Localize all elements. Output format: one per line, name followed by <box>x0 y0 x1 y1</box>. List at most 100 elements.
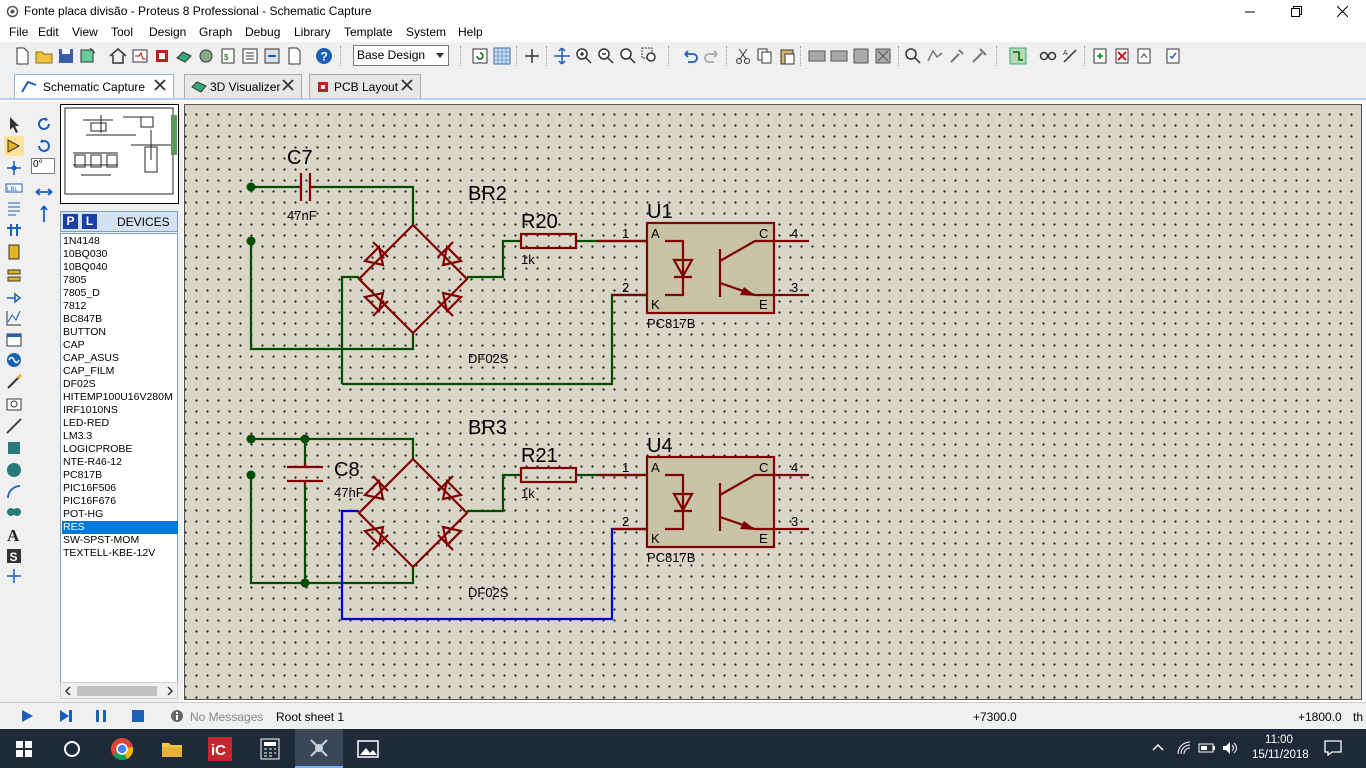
photos-taskbar-button[interactable] <box>344 729 392 768</box>
menu-help[interactable]: Help <box>458 25 483 39</box>
device-list-scrollbar[interactable] <box>60 682 178 699</box>
explorer-taskbar-button[interactable] <box>148 729 196 768</box>
zoom-all-icon[interactable] <box>618 46 638 66</box>
list-item[interactable]: LOGICPROBE <box>63 443 133 455</box>
overview-window[interactable] <box>60 104 179 204</box>
close-icon[interactable] <box>153 78 167 92</box>
list-item[interactable]: PC817B <box>63 469 103 481</box>
subcircuit-icon[interactable] <box>4 242 24 262</box>
text-script-icon[interactable] <box>4 198 24 218</box>
save-icon[interactable] <box>56 46 76 66</box>
redo-icon[interactable] <box>702 46 722 66</box>
chrome-taskbar-button[interactable] <box>98 729 146 768</box>
list-item[interactable]: POT-HG <box>63 508 104 520</box>
selection-mode-icon[interactable] <box>4 114 24 134</box>
bridge-br3[interactable]: BR3 DF02S <box>357 417 509 600</box>
decompose-icon[interactable] <box>969 46 989 66</box>
chevron-up-icon[interactable] <box>1152 743 1164 751</box>
step-icon[interactable] <box>58 709 74 723</box>
notifications-icon[interactable] <box>1324 740 1342 756</box>
list-item[interactable]: 7805_D <box>63 287 100 299</box>
list-item[interactable]: PIC16F506 <box>63 482 117 494</box>
terminals-icon[interactable] <box>4 266 24 286</box>
bom-icon[interactable]: $ <box>218 46 238 66</box>
wire-autoroute-icon[interactable] <box>1008 46 1028 66</box>
stop-icon[interactable] <box>131 709 145 723</box>
resistor-r20[interactable]: R20 1k <box>519 211 578 267</box>
cut-icon[interactable] <box>733 46 753 66</box>
3d-icon[interactable] <box>174 46 194 66</box>
exit-to-parent-icon[interactable] <box>1134 46 1154 66</box>
zoom-in-icon[interactable] <box>574 46 594 66</box>
tape-recorder-icon[interactable] <box>4 330 24 350</box>
menu-file[interactable]: File <box>9 25 29 39</box>
cortana-button[interactable] <box>48 729 96 768</box>
mirror-vertical-icon[interactable] <box>34 204 54 224</box>
menu-edit[interactable]: Edit <box>38 25 59 39</box>
erc-report-icon[interactable] <box>1163 46 1183 66</box>
buses-icon[interactable] <box>4 220 24 240</box>
pick-parts-icon[interactable] <box>903 46 923 66</box>
package-tool-icon[interactable] <box>947 46 967 66</box>
help-icon[interactable]: ? <box>314 46 334 66</box>
close-icon[interactable] <box>281 78 295 92</box>
arc-icon[interactable] <box>4 482 24 502</box>
battery-icon[interactable] <box>1198 741 1216 755</box>
list-item[interactable]: 1N4148 <box>63 235 100 247</box>
capacitor-c8[interactable]: C8 47nF <box>287 459 364 500</box>
list-item[interactable]: SW-SPST-MOM <box>63 534 140 546</box>
wire-label-icon[interactable]: LBL <box>4 178 24 198</box>
zoom-area-icon[interactable] <box>640 46 660 66</box>
wifi-icon[interactable] <box>1177 741 1191 755</box>
rotate-clockwise-icon[interactable] <box>34 114 54 134</box>
menu-tool[interactable]: Tool <box>111 25 134 39</box>
junction-dot-icon[interactable] <box>4 158 24 178</box>
grid-icon[interactable] <box>492 46 512 66</box>
new-sheet-icon[interactable] <box>1090 46 1110 66</box>
menu-graph[interactable]: Graph <box>199 25 233 39</box>
resistor-r21[interactable]: R21 1k <box>519 445 578 501</box>
make-device-icon[interactable] <box>925 46 945 66</box>
bridge-br2[interactable]: BR2 DF02S <box>357 183 509 366</box>
open-folder-icon[interactable] <box>34 46 54 66</box>
messages-status[interactable]: No Messages <box>190 710 264 724</box>
list-item[interactable]: IRF1010NS <box>63 404 118 416</box>
schematic-icon[interactable] <box>130 46 150 66</box>
list-item[interactable]: 7812 <box>63 300 87 312</box>
copy-icon[interactable] <box>755 46 775 66</box>
import-icon[interactable] <box>78 46 98 66</box>
new-file-icon[interactable] <box>12 46 32 66</box>
play-icon[interactable] <box>20 709 34 723</box>
rotate-anticlockwise-icon[interactable] <box>34 136 54 156</box>
text-icon[interactable]: A <box>4 524 24 544</box>
restore-button[interactable] <box>1273 0 1319 23</box>
menu-view[interactable]: View <box>72 25 98 39</box>
rotation-angle-field[interactable]: 0° <box>31 158 55 174</box>
list-item[interactable]: BUTTON <box>63 326 106 338</box>
list-item[interactable]: 10BQ040 <box>63 261 108 273</box>
list-item[interactable]: HITEMP100U16V280M <box>63 391 173 403</box>
tab-3d-visualizer[interactable]: 3D Visualizer <box>184 74 302 98</box>
refresh-icon[interactable] <box>470 46 490 66</box>
list-item[interactable]: 10BQ030 <box>63 248 108 260</box>
remove-sheet-icon[interactable] <box>1112 46 1132 66</box>
menu-system[interactable]: System <box>406 25 447 39</box>
list-item[interactable]: TEXTELL-KBE-12V <box>63 547 156 559</box>
origin-icon[interactable] <box>522 46 542 66</box>
list-item[interactable]: PIC16F676 <box>63 495 117 507</box>
pick-devices-button[interactable]: P <box>63 214 78 229</box>
list-item-selected[interactable]: RES <box>62 521 178 534</box>
device-pins-icon[interactable] <box>4 288 24 308</box>
pause-icon[interactable] <box>94 709 108 723</box>
library-manager-button[interactable]: L <box>82 214 97 229</box>
pan-icon[interactable] <box>552 46 572 66</box>
line-icon[interactable] <box>4 416 24 436</box>
graph-mode-icon[interactable] <box>4 308 24 328</box>
symbol-icon[interactable]: S <box>4 546 24 566</box>
circle-icon[interactable] <box>4 460 24 480</box>
search-icon[interactable] <box>1038 46 1058 66</box>
undo-icon[interactable] <box>680 46 700 66</box>
scrollbar-thumb[interactable] <box>77 686 157 696</box>
zoom-out-icon[interactable] <box>596 46 616 66</box>
scroll-right-icon[interactable] <box>166 686 174 696</box>
